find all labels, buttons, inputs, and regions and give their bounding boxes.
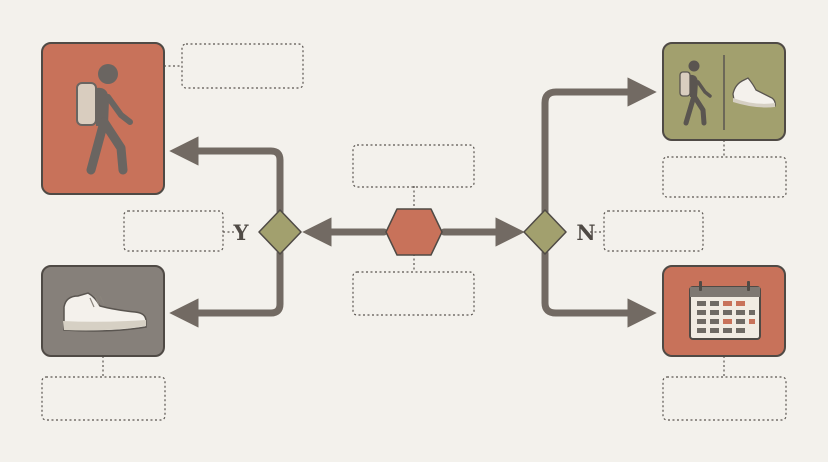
placeholder-start-bottom <box>352 271 475 316</box>
arrow-yes-to-sneaker <box>169 249 284 328</box>
calendar-icon <box>689 281 761 340</box>
decision-diamond-no <box>523 209 567 255</box>
hiker-sneaker-icon <box>679 60 776 126</box>
placeholder-combo-outcome <box>662 156 787 198</box>
yes-branch-label: Y <box>233 220 250 245</box>
placeholder-sneaker-outcome <box>41 376 166 421</box>
decision-diamond-yes <box>258 209 302 255</box>
placeholder-start-top <box>352 144 475 188</box>
placeholder-yes-decision <box>123 210 224 252</box>
arrow-no-to-calendar <box>541 249 657 328</box>
placeholder-calendar-outcome <box>662 376 787 421</box>
sneaker-icon <box>63 292 147 332</box>
hiker-icon <box>76 64 133 175</box>
start-hexagon <box>385 208 443 256</box>
no-branch-label: N <box>576 220 595 245</box>
placeholder-no-decision <box>603 210 704 252</box>
arrow-no-to-combo <box>541 77 657 216</box>
placeholder-hiker-outcome <box>181 43 304 89</box>
arrow-yes-to-hiker <box>169 136 284 216</box>
